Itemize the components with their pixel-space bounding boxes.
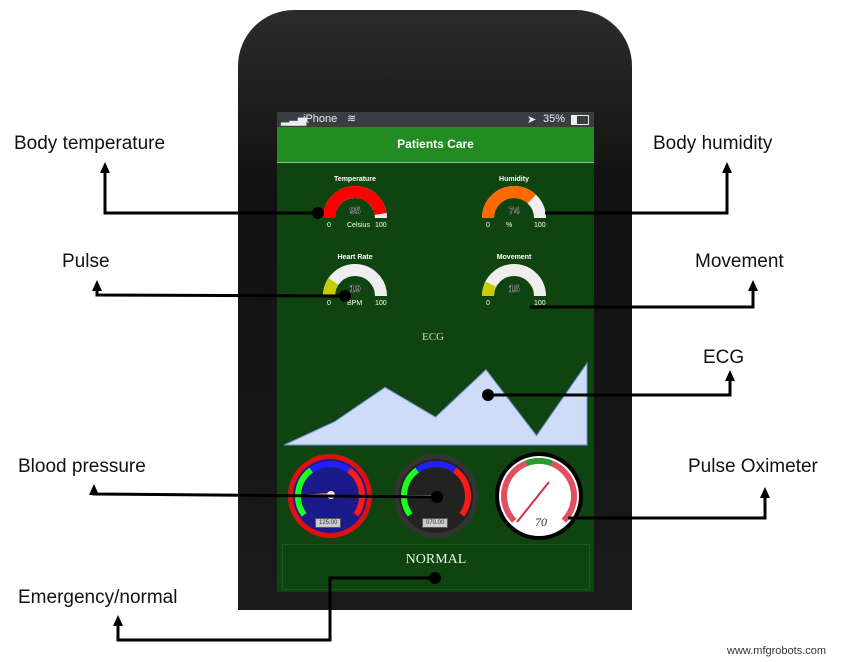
systolic-reading: 125.00 xyxy=(315,518,342,528)
battery-percent: 35% xyxy=(543,113,566,125)
dial-band-blue xyxy=(415,461,457,473)
dial-band-green xyxy=(295,467,314,517)
label-body-humidity: Body humidity xyxy=(653,133,773,154)
gauge-max: 100 xyxy=(375,300,387,307)
label-pulse: Pulse xyxy=(62,251,110,272)
gauge-max: 100 xyxy=(534,222,546,229)
oximeter-band xyxy=(550,460,577,523)
arrow-head-icon xyxy=(92,280,102,291)
callout-line xyxy=(545,165,729,215)
gauge-title: Heart Rate xyxy=(337,254,373,261)
label-body-temperature: Body temperature xyxy=(14,133,166,154)
gauge-value: 74 xyxy=(508,206,520,217)
oximeter-value: 70 xyxy=(535,515,547,529)
gauge-max: 100 xyxy=(534,300,546,307)
label-blood-pressure: Blood pressure xyxy=(18,456,146,477)
watermark: www.mfgrobots.com xyxy=(727,645,827,657)
dial-band-green xyxy=(401,467,420,517)
callout-line xyxy=(103,165,318,215)
diastolic-reading: 070.00 xyxy=(422,518,449,528)
oximeter-band xyxy=(525,458,553,467)
signal-icon: ▂▃▅. xyxy=(281,114,310,126)
arrow-head-icon xyxy=(113,615,123,626)
arrow-head-icon xyxy=(760,487,770,498)
oximeter-band xyxy=(501,460,528,523)
gauge-min: 0 xyxy=(327,300,331,307)
ecg-title: ECG xyxy=(422,331,444,343)
gauge-title: Humidity xyxy=(499,176,529,183)
gauge-unit: BPM xyxy=(347,300,363,307)
arrow-head-icon xyxy=(748,280,758,291)
arrow-head-icon xyxy=(725,370,735,381)
ecg-area xyxy=(283,361,588,446)
gauge-fill xyxy=(482,281,497,297)
gauge-fill xyxy=(482,186,536,219)
wifi-icon: ≋ xyxy=(347,113,357,125)
gauge-title: Movement xyxy=(496,254,532,261)
camera-icon xyxy=(388,72,392,76)
gauge-value: 15 xyxy=(508,284,520,295)
callout-line xyxy=(568,490,767,520)
gauge-value: 95 xyxy=(349,206,361,217)
label-emergency-normal: Emergency/normal xyxy=(18,587,178,608)
status-bar: ▂▃▅. iPhone ≋ ➤ 35% xyxy=(277,112,594,127)
arrow-head-icon xyxy=(89,484,99,495)
label-ecg: ECG xyxy=(703,347,745,368)
callout-line xyxy=(530,283,755,309)
gauge-min: 0 xyxy=(486,300,490,307)
gauge-title: Temperature xyxy=(334,176,376,183)
app-screen: ▂▃▅. iPhone ≋ ➤ 35% Patients Care Temper… xyxy=(277,112,594,592)
callout-line xyxy=(488,373,732,397)
label-movement: Movement xyxy=(695,251,784,272)
callout-dot xyxy=(312,207,324,219)
callout-dot xyxy=(431,491,443,503)
label-pulse-oximeter: Pulse Oximeter xyxy=(688,456,818,477)
arrow-head-icon xyxy=(722,162,732,173)
location-icon: ➤ xyxy=(527,114,537,126)
carrier: iPhone xyxy=(303,113,338,125)
callout-line xyxy=(95,283,346,298)
dial-band-blue xyxy=(309,461,351,473)
callout-dot xyxy=(482,389,494,401)
gauge-min: 0 xyxy=(486,222,490,229)
callout-dot xyxy=(339,290,351,302)
gauge-unit: % xyxy=(506,222,513,229)
app-title: Patients Care xyxy=(277,127,594,163)
gauge-unit: Celsius xyxy=(347,222,370,229)
gauge-max: 100 xyxy=(375,222,387,229)
battery-icon xyxy=(571,115,589,125)
dial-band-red xyxy=(346,467,365,517)
callout-line xyxy=(116,576,435,642)
gauge-value: 19 xyxy=(349,284,361,295)
arrow-head-icon xyxy=(100,162,110,173)
oximeter-needle xyxy=(516,481,550,523)
gauge-fill xyxy=(323,186,387,219)
callout-line xyxy=(92,487,438,499)
status-indicator: NORMAL xyxy=(282,544,590,590)
dial-band-red xyxy=(452,467,471,517)
callout-dot xyxy=(429,572,441,584)
gauge-min: 0 xyxy=(327,222,331,229)
